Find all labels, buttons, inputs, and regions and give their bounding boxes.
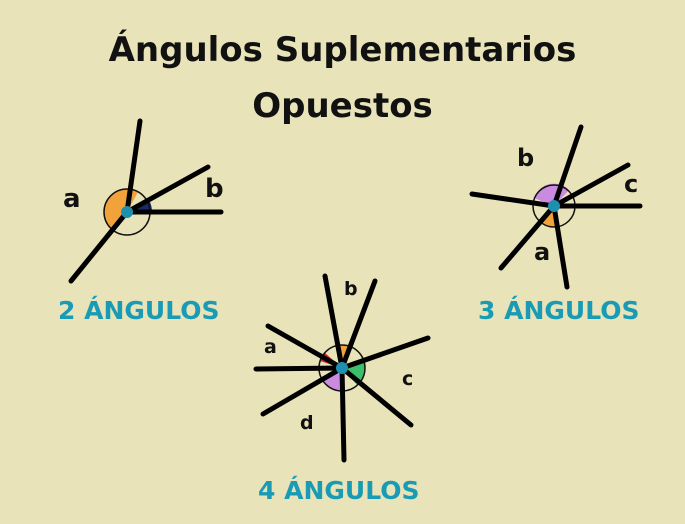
ray bbox=[322, 273, 345, 371]
angle-label-a: a bbox=[264, 336, 277, 358]
ray bbox=[253, 365, 345, 372]
ray bbox=[469, 191, 557, 209]
ray bbox=[260, 365, 345, 417]
angle-label-c: c bbox=[624, 170, 639, 198]
ray bbox=[551, 124, 584, 209]
angle-label-c: c bbox=[402, 368, 414, 390]
angle-a-sector bbox=[104, 189, 127, 212]
angle-label-b: b bbox=[205, 174, 224, 204]
ray bbox=[124, 118, 143, 215]
vertex-point bbox=[336, 362, 348, 374]
ray bbox=[551, 203, 570, 290]
page-title-line-1: Ángulos Suplementarios bbox=[108, 30, 577, 70]
caption-4-angulos: 4 ÁNGULOS bbox=[258, 476, 420, 505]
caption-3-angulos: 3 ÁNGULOS bbox=[478, 296, 640, 325]
ray bbox=[339, 335, 431, 371]
angle-label-a: a bbox=[63, 184, 81, 214]
vertex-point bbox=[548, 200, 560, 212]
vertex-point bbox=[121, 206, 133, 218]
ray bbox=[124, 164, 211, 215]
ray bbox=[68, 209, 130, 284]
figure-2-angles bbox=[68, 118, 224, 284]
angle-label-b: b bbox=[344, 278, 358, 300]
ray bbox=[339, 278, 378, 371]
ray bbox=[551, 162, 631, 209]
ray bbox=[339, 365, 414, 428]
angle-label-b: b bbox=[517, 144, 535, 172]
figure-3-angles bbox=[469, 124, 643, 290]
ray bbox=[265, 323, 345, 371]
angle-label-d: d bbox=[300, 412, 314, 434]
page-title-line-2: Opuestos bbox=[252, 86, 433, 126]
ray bbox=[498, 203, 557, 271]
angle-label-a: a bbox=[534, 238, 551, 266]
ray bbox=[339, 365, 347, 463]
figure-4-angles bbox=[253, 273, 431, 463]
caption-2-angulos: 2 ÁNGULOS bbox=[58, 296, 220, 325]
